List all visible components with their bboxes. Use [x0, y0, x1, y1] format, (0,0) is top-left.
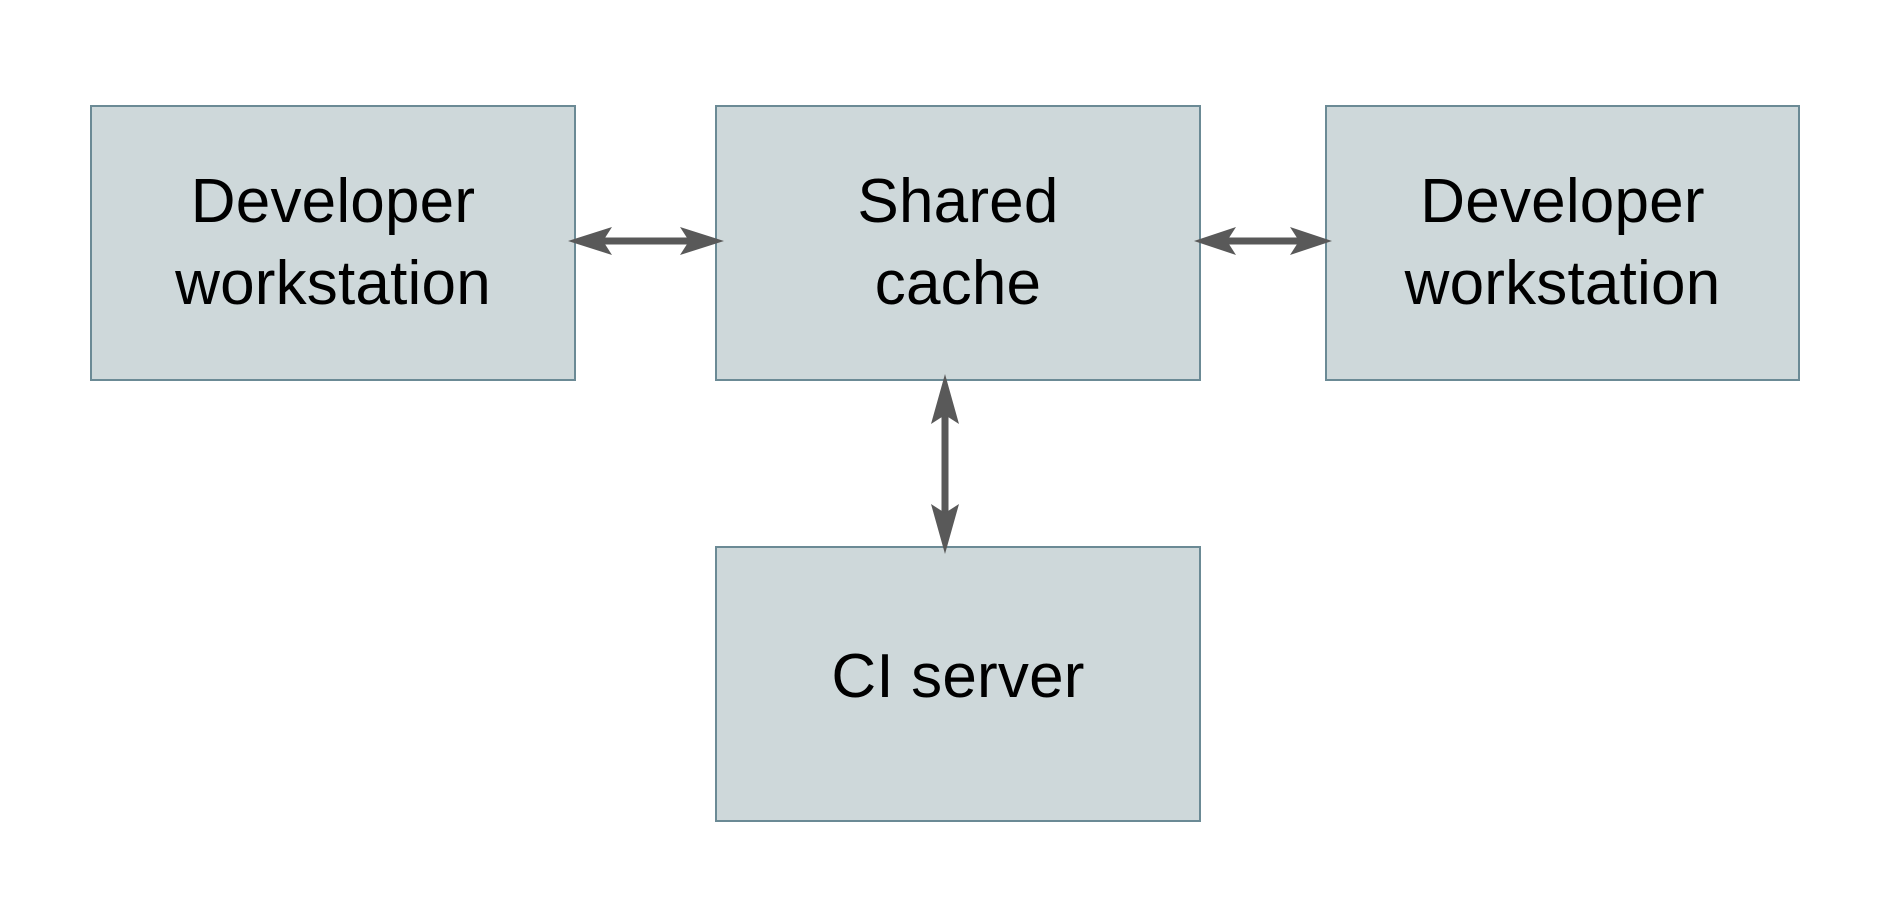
connector-shared-cache-to-right-workstation — [1194, 227, 1332, 255]
node-shared-cache[interactable]: Shared cache — [715, 105, 1201, 381]
double-arrow-icon — [568, 227, 724, 255]
node-label: Developer workstation — [175, 167, 491, 318]
node-label: CI server — [831, 642, 1085, 711]
node-developer-workstation-left[interactable]: Developer workstation — [90, 105, 576, 381]
node-label: Shared cache — [857, 167, 1059, 318]
double-arrow-icon — [1194, 227, 1332, 255]
node-developer-workstation-right[interactable]: Developer workstation — [1325, 105, 1800, 381]
connector-shared-cache-to-ci-server — [931, 374, 959, 554]
node-label: Developer workstation — [1404, 167, 1721, 318]
connector-left-workstation-to-shared-cache — [568, 227, 724, 255]
node-ci-server[interactable]: CI server — [715, 546, 1201, 822]
double-arrow-icon — [931, 374, 959, 554]
